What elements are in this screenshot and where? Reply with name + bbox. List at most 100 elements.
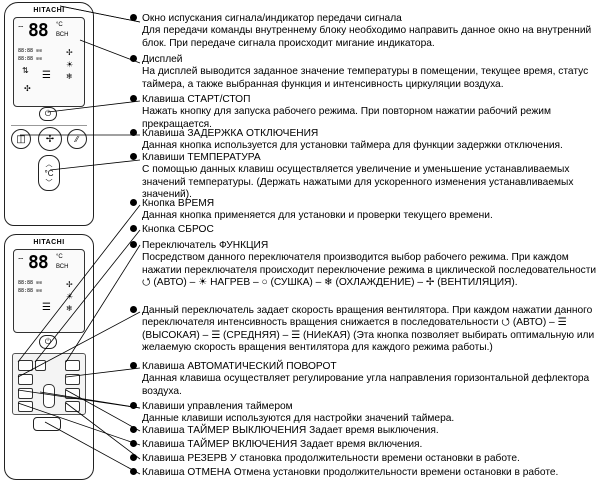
display-time-row-2-b: 88:88 ⊙⊙ [18,288,43,294]
signal-icon: ⌔ [17,256,25,265]
power-icon: ⏻ [44,109,52,118]
display-time-row-2: 88:88 ⊙⊙ [18,56,43,62]
item-signal-window: Окно испускания сигнала/индикатор переда… [130,13,597,50]
item-timer-off: Клавиша ТАЙМЕР ВЫКЛЮЧЕНИЯ Задает время в… [130,425,597,437]
swing-icon: ⇅ [22,66,29,75]
item-title: Клавиши ТЕМПЕРАТУРА [142,152,261,163]
item-sleep-timer: Клавиша ЗАДЕРЖКА ОТКЛЮЧЕНИЯ Данная кнопк… [130,128,597,153]
timer-off-button[interactable] [65,388,80,399]
function-switch[interactable] [65,360,80,371]
item-auto-swing: Клавиша АВТОМАТИЧЕСКИЙ ПОВОРОТ Данная кл… [130,361,597,398]
timer-on-button[interactable] [18,401,33,412]
start-stop-button-2[interactable]: ⏻ [39,335,57,349]
item-desc: На дисплей выводится заданное значение т… [142,66,589,90]
temperature-button-label: °C [44,168,54,178]
item-title: Кнопка ВРЕМЯ [142,198,215,209]
signal-icon: ⌔ [17,24,25,33]
reset-button[interactable] [35,360,46,371]
snow-mode-icon: ❄ [66,72,73,81]
bullet-icon [130,306,137,313]
bullet-icon [130,426,137,433]
sun-mode-icon: ☀ [66,60,74,69]
bullet-icon [130,14,137,21]
item-title: Клавиши управления таймером [142,401,293,412]
item-desc: Данная клавиша осуществляет регулировани… [142,373,590,397]
fan-mode-icon: ✢ [66,280,73,289]
fan-speed-icon: ☰ [42,70,51,81]
chevron-up-icon: ︿ [45,160,53,168]
item-title: Клавиша АВТОМАТИЧЕСКИЙ ПОВОРОТ [142,361,337,372]
fan-icon: ✢ [45,133,55,145]
temperature-buttons[interactable]: ︿ °C ﹀ [38,155,60,191]
brand-logo: HITACHI [33,7,65,14]
power-icon: ⏻ [44,337,52,346]
item-fan-speed: Данный переключатель задает скорость вра… [130,305,597,355]
bullet-icon [130,440,137,447]
time-button[interactable] [18,360,33,371]
display-temperature: 88 [28,20,49,41]
item-title: Дисплей [142,54,183,65]
fan-mode-icon: ✢ [66,48,73,57]
item-desc: Посредством данного переключателя произв… [142,252,597,289]
sun-mode-icon: ☀ [66,292,74,301]
timer-icon: ◫ [16,133,26,145]
item-title: Кнопка СБРОС [142,224,214,235]
item-desc: Данные клавиши используются для настройк… [142,413,455,425]
item-timer-controls: Клавиши управления таймером Данные клави… [130,401,597,426]
timer-up-button[interactable] [18,388,33,399]
chevron-down-icon: ﹀ [45,179,53,187]
item-desc: Данная кнопка используется для установки… [142,140,563,152]
start-stop-button[interactable]: ⏻ [39,107,57,121]
fan-speed-icon: ☰ [42,302,51,313]
item-start-stop: Клавиша СТАРТ/СТОП Нажать кнопку для зап… [130,94,597,131]
item-title: Клавиша РЕЗЕРВ У становка продолжительно… [142,453,520,464]
bullet-icon [130,153,137,160]
function-button[interactable]: ✢ [38,127,62,151]
display: ⌔ 88 °C ВСН 88:88 ⊙⊙ 88:88 ⊙⊙ ✢ ☀ ❄ ⇅ ☰ … [13,17,85,107]
item-desc: С помощью данных клавиш осуществляется у… [142,164,574,201]
remote-control-open: HITACHI ⌔ 88 °C ВСН 88:88 ⊙⊙ 88:88 ⊙⊙ ✢ … [4,234,94,480]
bullet-icon [130,468,137,475]
cancel-button[interactable] [33,417,61,431]
timer-adjust-button[interactable] [43,384,55,408]
fan-small-icon: ✣ [24,84,31,93]
display-time-row-1: 88:88 ⊙⊙ [18,48,43,54]
item-title: Клавиша ТАЙМЕР ВЫКЛЮЧЕНИЯ Задает время в… [142,425,439,436]
item-timer-on: Клавиша ТАЙМЕР ВКЛЮЧЕНИЯ Задает время вк… [130,439,597,451]
display-hour-label: ВСН [56,32,69,38]
bullet-icon [130,95,137,102]
hidden-button-panel [12,353,86,415]
item-display: Дисплей На дисплей выводится заданное зн… [130,54,597,91]
item-desc: Для передачи команды внутреннему блоку н… [142,25,592,49]
auto-swing-button[interactable] [65,374,80,385]
item-time: Кнопка ВРЕМЯ Данная кнопка применяется д… [130,198,597,223]
bullet-icon [130,402,137,409]
divider [11,125,87,126]
bullet-icon [130,199,137,206]
item-function: Переключатель ФУНКЦИЯ Посредством данног… [130,240,597,290]
fan-speed-button[interactable]: ⁄⁄ [67,129,87,149]
sleep-timer-button[interactable]: ◫ [11,129,31,149]
display-hour-label-2: ВСН [56,264,69,270]
item-desc: Данная кнопка применяется для установки … [142,210,493,222]
snow-mode-icon: ❄ [66,304,73,313]
item-reset: Кнопка СБРОС [130,224,597,236]
item-temperature: Клавиши ТЕМПЕРАТУРА С помощью данных кла… [130,152,597,202]
bullet-icon [130,454,137,461]
item-title: Клавиша ОТМЕНА Отмена установки продолжи… [142,467,559,478]
display-unit-2: °C [56,254,63,260]
item-reserve: Клавиша РЕЗЕРВ У становка продолжительно… [130,453,597,465]
display-unit: °C [56,22,63,28]
remote-control-front: HITACHI ⌔ 88 °C ВСН 88:88 ⊙⊙ 88:88 ⊙⊙ ✢ … [4,2,94,226]
bullet-icon [130,225,137,232]
item-title: Клавиша СТАРТ/СТОП [142,94,251,105]
display-time-row-1-b: 88:88 ⊙⊙ [18,280,43,286]
display-temperature-2: 88 [28,252,49,273]
display-2: ⌔ 88 °C ВСН 88:88 ⊙⊙ 88:88 ⊙⊙ ✢ ☀ ❄ ☰ [13,249,85,333]
item-title: Клавиша ТАЙМЕР ВКЛЮЧЕНИЯ Задает время вк… [142,439,423,450]
fan-speed-switch[interactable] [18,374,33,385]
reserve-button[interactable] [65,401,80,412]
brand-logo-2: HITACHI [33,239,65,246]
bullet-icon [130,241,137,248]
item-title: Переключатель ФУНКЦИЯ [142,240,269,251]
